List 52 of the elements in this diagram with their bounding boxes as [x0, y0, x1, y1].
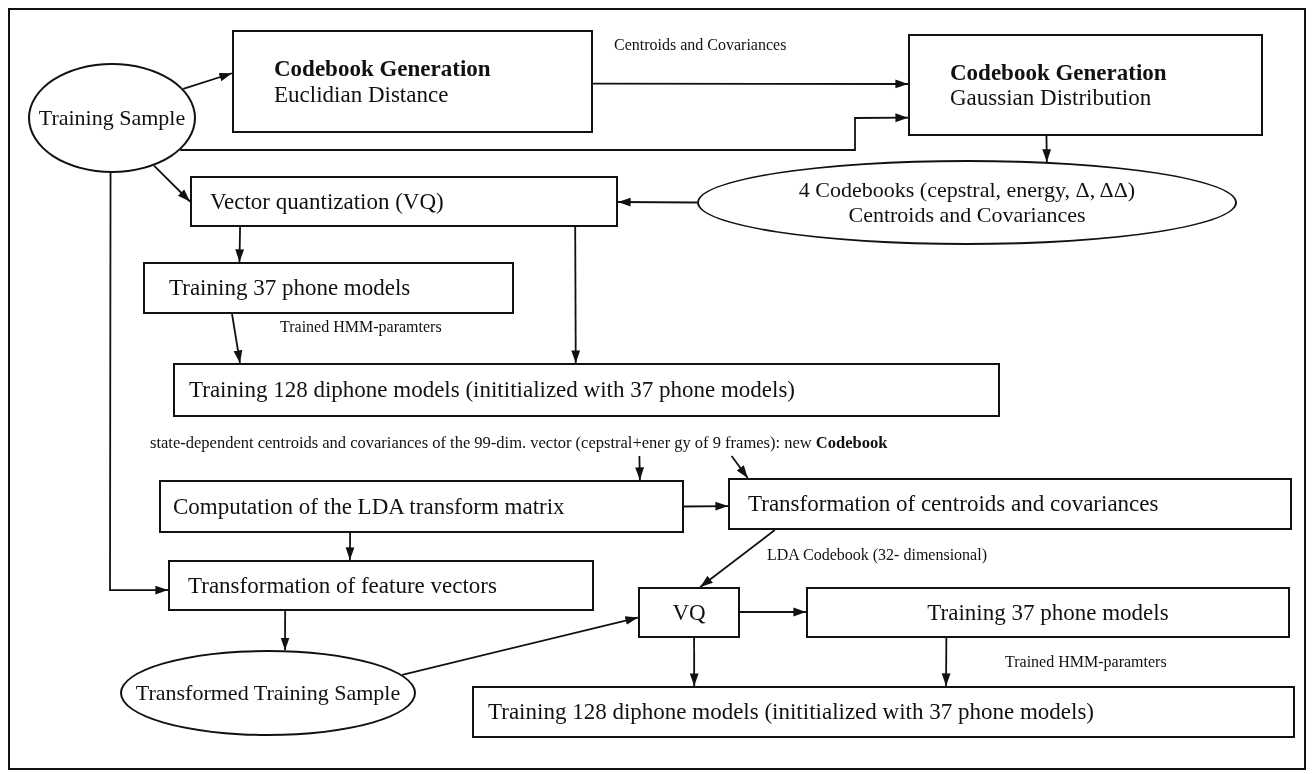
- arrow: [699, 529, 776, 588]
- box-text: state-dependent centroids and covariances of the 99-dim. vector (cepstral+ener gy of 9 frames): new Codebook: [150, 433, 889, 453]
- process-box: [173, 363, 1000, 417]
- arrow: [280, 610, 290, 652]
- box-text: Training 37 phone models: [927, 599, 1169, 626]
- box-heading: Codebook Generation: [274, 56, 492, 82]
- arrow: [109, 172, 169, 595]
- process-box: [908, 34, 1263, 136]
- process-box: [806, 587, 1290, 638]
- arrow: [1042, 135, 1052, 163]
- arrow: [635, 455, 645, 481]
- arrow: [689, 637, 699, 687]
- box-text: Training 37 phone models: [169, 275, 412, 301]
- box-text: Transformation of feature vectors: [188, 572, 498, 599]
- process-box: [728, 478, 1292, 530]
- arrow: [683, 501, 729, 511]
- arrow: [235, 226, 245, 263]
- arrow: [617, 197, 698, 207]
- arrow: [571, 226, 581, 364]
- process-box: [638, 587, 740, 638]
- box-text: Euclidian Distance: [274, 81, 450, 107]
- arrow: [345, 532, 355, 561]
- box-text: Training 128 diphone models (inititialized with 37 phone models): [189, 377, 797, 403]
- arrow: [401, 616, 639, 676]
- box-heading: Codebook Generation: [950, 59, 1168, 85]
- arrow: [592, 79, 909, 89]
- box-text: Transformation of centroids and covariances: [748, 491, 1160, 517]
- arrow: [231, 313, 243, 364]
- box-text: Centroids and Covariances: [848, 202, 1086, 227]
- box-text: Computation of the LDA transform matrix: [173, 493, 566, 520]
- arrow: [179, 113, 909, 151]
- arrow: [730, 455, 749, 479]
- process-box: [472, 686, 1295, 738]
- box-text: Vector quantization (VQ): [210, 188, 445, 215]
- edge-label: LDA Codebook (32- dimensional): [765, 546, 989, 564]
- box-text: 4 Codebooks (cepstral, energy, Δ, ΔΔ): [798, 178, 1136, 203]
- process-box: [159, 480, 684, 533]
- process-box: [143, 262, 514, 314]
- arrow: [941, 637, 951, 687]
- arrow: [182, 72, 233, 90]
- process-box: [190, 176, 618, 227]
- edge-label: Trained HMM-paramters: [1003, 653, 1169, 671]
- edge-label: Trained HMM-paramters: [278, 318, 444, 336]
- box-text: Training Sample: [38, 105, 186, 131]
- arrow: [153, 164, 191, 203]
- box-text: VQ: [672, 599, 706, 626]
- process-box: [232, 30, 593, 133]
- arrow: [739, 607, 807, 617]
- box-text: Gaussian Distribution: [950, 85, 1153, 111]
- process-box: [168, 560, 594, 611]
- box-text: Training 128 diphone models (inititialized with 37 phone models): [488, 699, 1096, 725]
- box-text: Transformed Training Sample: [135, 680, 401, 706]
